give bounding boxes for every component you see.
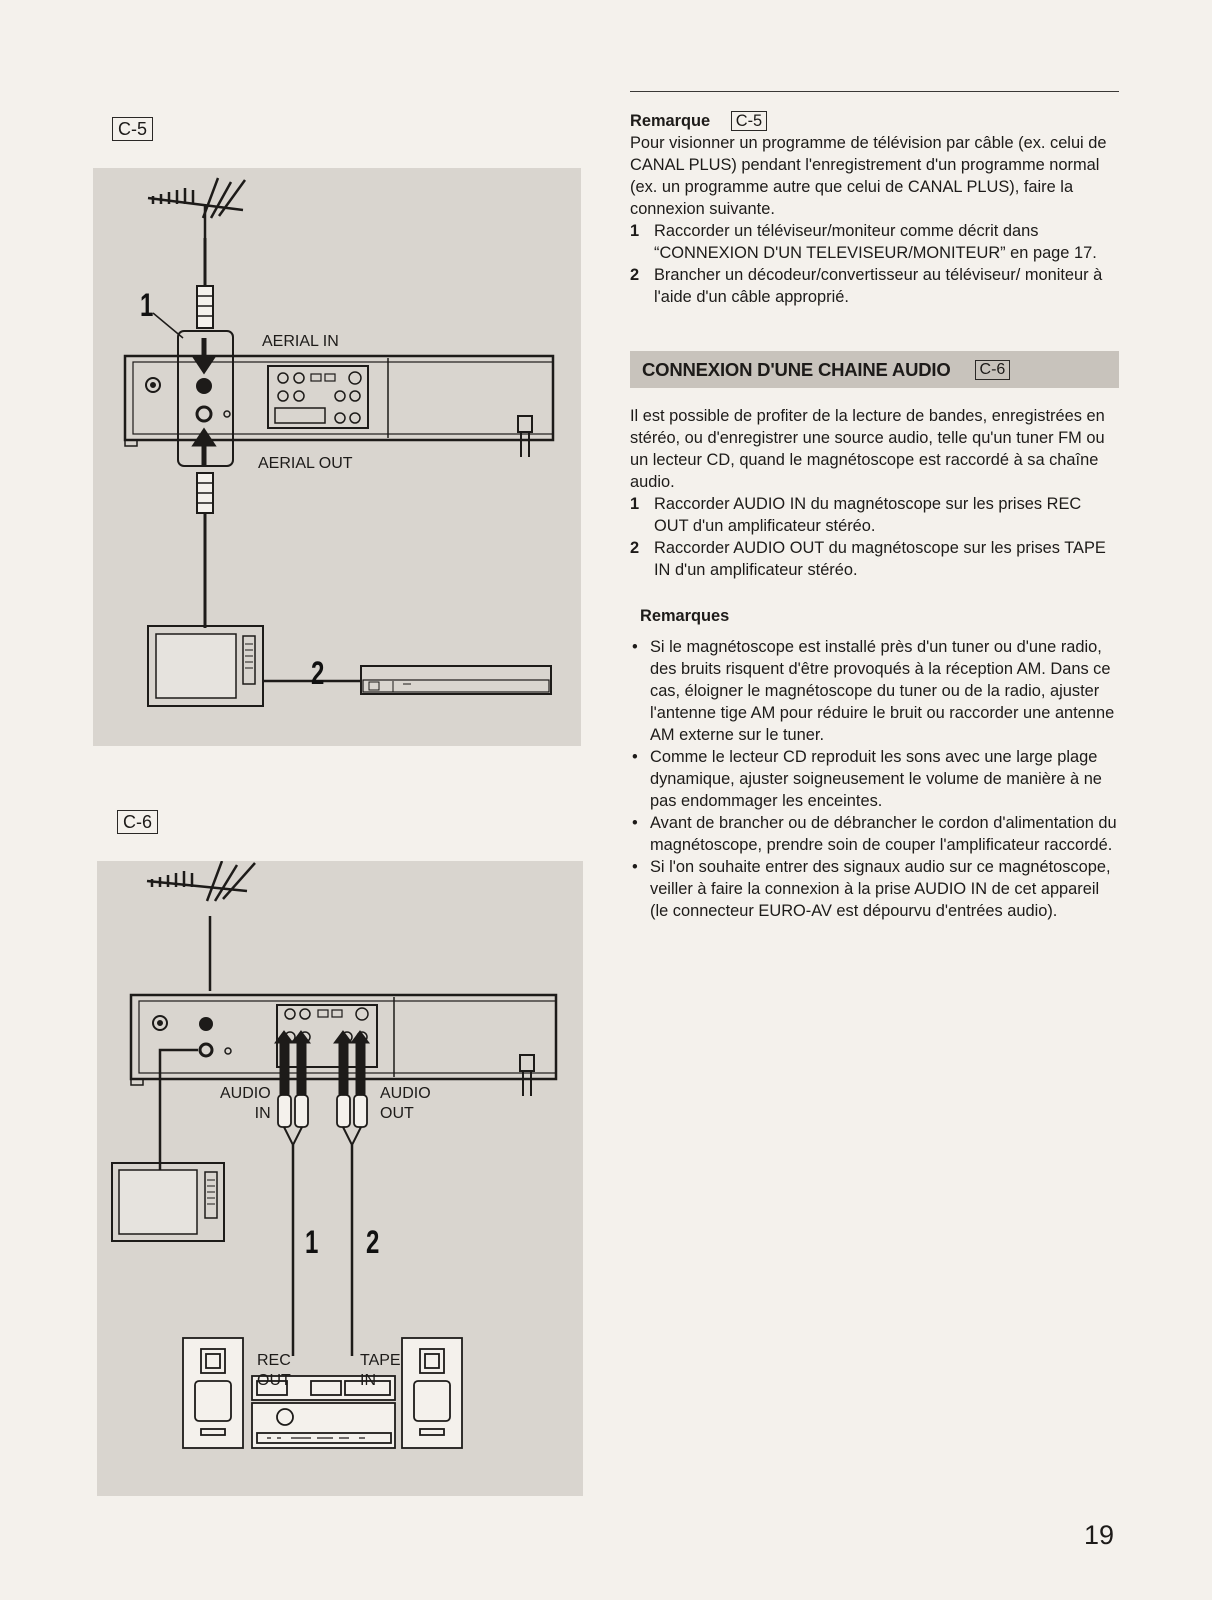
list-item: Si le magnétoscope est installé près d'u… (630, 636, 1119, 746)
step-2-marker: 2 (366, 1224, 380, 1260)
section-heading: CONNEXION D'UNE CHAINE AUDIO C-6 (630, 351, 1119, 388)
remarque-intro: Pour visionner un programme de télévisio… (630, 134, 1107, 218)
aerial-out-label: AERIAL OUT (258, 455, 353, 472)
remarques-title: Remarques (640, 607, 730, 625)
page-number: 19 (1084, 1520, 1115, 1550)
aerial-in-label: AERIAL IN (262, 333, 339, 350)
antenna-icon (147, 177, 247, 278)
section-heading-tag: C-6 (974, 359, 1011, 380)
remarque-tag: C-5 (730, 111, 768, 131)
decoder-icon (360, 665, 552, 695)
section-heading-title: CONNEXION D'UNE CHAINE AUDIO (642, 358, 951, 380)
figure-c6-panel (97, 860, 583, 1496)
top-rule (630, 91, 1119, 92)
antenna-icon (146, 860, 256, 991)
audio-in-label: AUDIO IN (220, 1085, 271, 1122)
list-item: Avant de brancher ou de débrancher le co… (630, 812, 1119, 856)
section-intro: Il est possible de profiter de la lectur… (630, 407, 1105, 491)
remarques-list: Si le magnétoscope est installé près d'u… (630, 636, 1119, 922)
vcr-rear-panel (123, 354, 555, 457)
tv-icon (147, 625, 264, 707)
step-2-marker: 2 (311, 655, 325, 691)
section-body: Il est possible de profiter de la lectur… (630, 405, 1119, 581)
tv-icon (111, 1162, 225, 1242)
amplifier-icon (251, 1375, 396, 1449)
speaker-left-icon (182, 1337, 244, 1449)
step-1-marker: 1 (305, 1224, 319, 1260)
rec-out-label: REC OUT (257, 1352, 291, 1389)
figure-c5-panel (93, 168, 581, 746)
step-1-marker: 1 (140, 287, 154, 323)
speaker-right-icon (401, 1337, 463, 1449)
figure-c5-diagram (123, 177, 555, 707)
figure-tag-c6: C-6 (117, 810, 159, 834)
tape-in-label: TAPE IN (360, 1352, 401, 1389)
remarques-list-wrap: Si le magnétoscope est installé près d'u… (630, 636, 1119, 922)
remarque-block: Remarque C-5 Pour visionner un programme… (630, 110, 1119, 308)
list-item: Comme le lecteur CD reproduit les sons a… (630, 746, 1119, 812)
figure-c6-diagram (111, 860, 558, 1449)
remarque-title: Remarque (630, 112, 711, 130)
figure-tag-c5: C-5 (112, 117, 154, 141)
audio-out-label: AUDIO OUT (380, 1085, 431, 1122)
list-item: Si l'on souhaite entrer des signaux audi… (630, 856, 1119, 922)
